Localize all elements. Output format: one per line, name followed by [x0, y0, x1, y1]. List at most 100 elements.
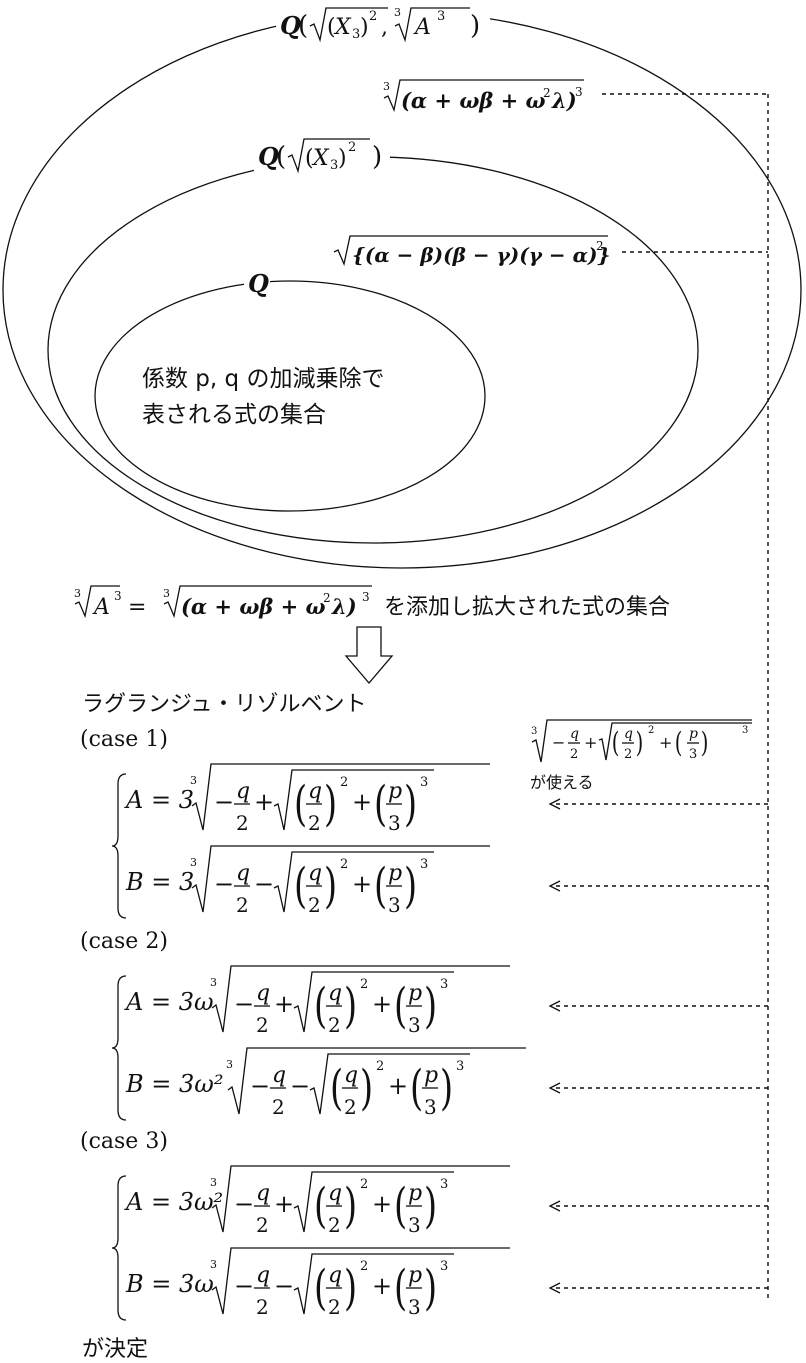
svg-text:3: 3	[362, 590, 370, 604]
svg-text:2: 2	[360, 977, 368, 992]
svg-text:(: (	[305, 146, 314, 171]
svg-text:(: (	[410, 1060, 423, 1116]
svg-text:−: −	[234, 1272, 254, 1300]
case-1-B-coef: B = 3	[125, 868, 194, 896]
svg-text:2: 2	[376, 1059, 384, 1074]
svg-text:2: 2	[256, 1013, 269, 1037]
svg-text:2: 2	[596, 239, 604, 253]
brace-icon	[111, 975, 127, 1121]
svg-text:−: −	[234, 1190, 254, 1218]
svg-text:p: p	[408, 1263, 422, 1288]
svg-text:+: +	[274, 990, 294, 1018]
svg-text:+: +	[372, 1190, 392, 1218]
dashed-arrow	[548, 1200, 768, 1212]
cases-group: (case 1)A = 33−q2+(q2)2+(p3)3B = 33−q2−(…	[80, 727, 526, 1321]
svg-text:−: −	[234, 990, 254, 1018]
svg-text:(: (	[675, 727, 683, 759]
svg-text:を添加し拡大された式の集合: を添加し拡大された式の集合	[384, 595, 670, 620]
svg-text:): )	[404, 858, 417, 914]
svg-text:(: (	[294, 858, 307, 914]
svg-text:3: 3	[531, 726, 537, 737]
svg-text:2: 2	[340, 857, 348, 872]
outer-set-element: 3 (α + ωβ + ω 2 λ) 3	[383, 79, 584, 113]
svg-text:): )	[701, 727, 709, 759]
svg-text:−: −	[552, 733, 565, 752]
svg-text:q: q	[256, 981, 270, 1006]
svg-text:A: A	[92, 595, 110, 620]
case-2-B-coef: B = 3ω²	[125, 1070, 223, 1098]
svg-text:3: 3	[226, 1058, 233, 1071]
svg-text:q: q	[328, 1181, 342, 1206]
dashed-arrow	[548, 1000, 768, 1012]
svg-text:X: X	[311, 146, 330, 171]
svg-text:3: 3	[190, 774, 197, 787]
svg-text:): )	[404, 776, 417, 832]
svg-text:+: +	[659, 733, 672, 752]
case-label: (case 3)	[80, 1129, 168, 1154]
svg-text:2: 2	[236, 811, 249, 835]
svg-text:,: ,	[381, 15, 388, 40]
svg-text:(α + ωβ + ω: (α + ωβ + ω	[401, 88, 545, 113]
conclusion-text: が決定	[82, 1337, 148, 1362]
svg-text:(: (	[394, 1178, 407, 1234]
svg-text:3: 3	[440, 1177, 448, 1192]
lagrange-resolvent-heading: ラグランジュ・リゾルベント	[82, 692, 366, 717]
svg-text:p: p	[388, 861, 402, 886]
svg-text:2: 2	[348, 140, 356, 155]
svg-text:(: (	[314, 978, 327, 1034]
inner-set-description-2: 表される式の集合	[142, 402, 326, 428]
svg-text:2: 2	[369, 9, 377, 24]
svg-text:(: (	[294, 776, 307, 832]
svg-text:3: 3	[742, 725, 748, 736]
svg-text:2: 2	[328, 1013, 341, 1037]
svg-text:(: (	[330, 1060, 343, 1116]
svg-text:2: 2	[308, 811, 321, 835]
svg-text:3: 3	[408, 1295, 421, 1319]
svg-text:): )	[636, 727, 644, 759]
svg-text:2: 2	[543, 86, 551, 100]
svg-text:): )	[324, 858, 337, 914]
svg-text:が使える: が使える	[530, 773, 594, 792]
svg-text:3: 3	[210, 1258, 217, 1271]
svg-text:2: 2	[323, 591, 331, 605]
middle-set-element: {(α − β)(β − γ)(γ − α)} 2	[333, 235, 610, 267]
svg-text:(: (	[327, 15, 336, 40]
dashed-arrow	[548, 1282, 768, 1294]
svg-text:(α + ωβ + ω: (α + ωβ + ω	[181, 594, 325, 619]
dashed-arrow	[548, 880, 768, 892]
svg-text:3: 3	[420, 775, 428, 790]
svg-text:q: q	[272, 1063, 286, 1088]
svg-text:3: 3	[330, 158, 338, 173]
svg-text:q: q	[328, 1263, 342, 1288]
svg-text:λ): λ)	[551, 88, 577, 113]
svg-text:3: 3	[440, 977, 448, 992]
down-arrow-icon	[344, 626, 394, 685]
svg-text:=: =	[128, 595, 146, 620]
svg-text:−: −	[254, 870, 274, 898]
case-2-A-coef: A = 3ω	[124, 988, 214, 1016]
svg-text:3: 3	[420, 857, 428, 872]
inner-set-ellipse	[94, 280, 486, 512]
svg-text:3: 3	[689, 747, 697, 762]
svg-text:): )	[338, 146, 347, 171]
svg-text:λ): λ)	[331, 594, 357, 619]
svg-text:q: q	[236, 861, 250, 886]
svg-text:): )	[440, 1060, 453, 1116]
svg-text:(: (	[314, 1178, 327, 1234]
svg-text:3: 3	[424, 1095, 437, 1119]
svg-text:3: 3	[408, 1013, 421, 1037]
svg-text:q: q	[236, 779, 250, 804]
case-3-A-coef: A = 3ω²	[124, 1188, 223, 1216]
svg-text:q: q	[624, 726, 633, 742]
dashed-arrows	[548, 798, 768, 1294]
svg-text:3: 3	[388, 811, 401, 835]
svg-text:3: 3	[190, 856, 197, 869]
svg-text:q: q	[344, 1063, 358, 1088]
case-1-A-coef: A = 3	[124, 786, 194, 814]
svg-text:−: −	[274, 1272, 294, 1300]
case-3-B-coef: B = 3ω	[125, 1270, 214, 1298]
svg-text:−: −	[214, 870, 234, 898]
svg-text:2: 2	[236, 893, 249, 917]
svg-text:+: +	[388, 1072, 408, 1100]
